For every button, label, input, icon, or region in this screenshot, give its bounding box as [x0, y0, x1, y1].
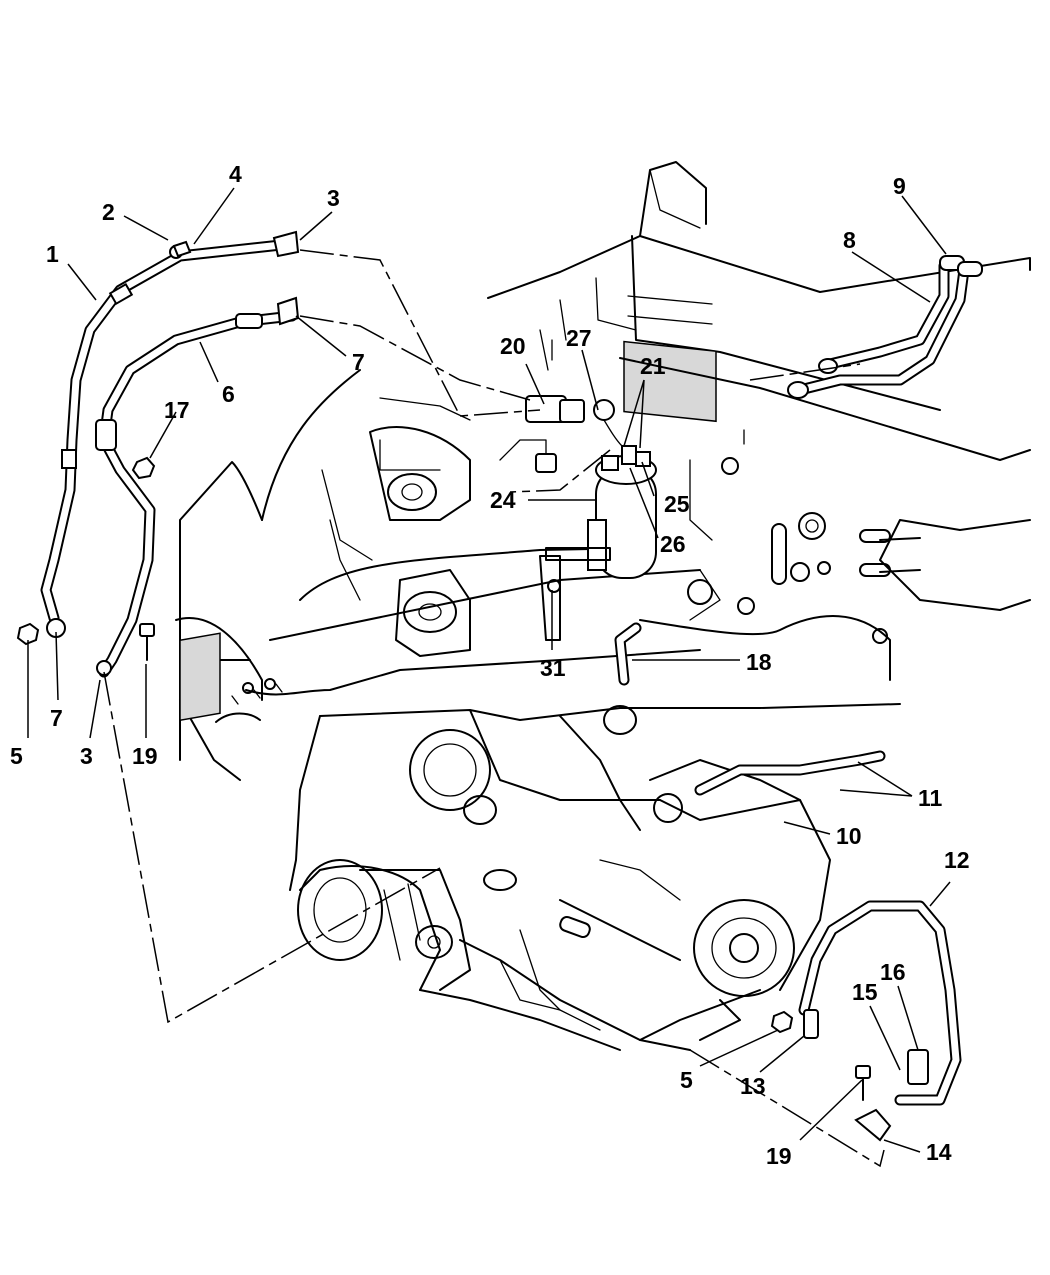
- dash-panel-structure: [487, 161, 1031, 681]
- callout-4: 4: [229, 161, 242, 187]
- callout-14: 14: [926, 1139, 952, 1165]
- callout-2: 2: [102, 199, 115, 225]
- fasteners: [16, 240, 871, 1101]
- inner-fender-structure: [175, 369, 701, 781]
- callout-17: 17: [164, 397, 190, 423]
- callout-5-right: 5: [680, 1067, 693, 1093]
- callout-labels: 1 2 4 3 6 7 17 5 7 3 19 9 8 20 27 21 24 …: [10, 161, 970, 1169]
- callout-11: 11: [918, 785, 943, 811]
- bolt-19-right: [855, 1065, 871, 1079]
- leader-lines: [27, 187, 951, 1153]
- callout-13: 13: [740, 1073, 766, 1099]
- routing-lines: [103, 249, 885, 1168]
- nut-17: [131, 456, 156, 480]
- callout-7-left: 7: [50, 705, 63, 731]
- callout-26: 26: [660, 531, 686, 557]
- callout-20: 20: [500, 333, 526, 359]
- callout-1: 1: [46, 241, 59, 267]
- callout-3-top: 3: [327, 185, 340, 211]
- callout-27: 27: [566, 325, 592, 351]
- nut-5-left: [16, 622, 40, 646]
- cap-2: [172, 240, 192, 258]
- callout-16: 16: [880, 959, 906, 985]
- callout-10: 10: [836, 823, 862, 849]
- ac-hoses: [40, 230, 983, 1142]
- callout-24: 24: [490, 487, 516, 513]
- callout-31: 31: [540, 655, 566, 681]
- callout-15: 15: [852, 979, 878, 1005]
- callout-5-left: 5: [10, 743, 23, 769]
- nut-5-right: [770, 1010, 794, 1034]
- receiver-drier: [379, 395, 657, 579]
- callout-18: 18: [746, 649, 772, 675]
- callout-9: 9: [893, 173, 906, 199]
- callout-21: 21: [640, 353, 666, 379]
- callout-25: 25: [664, 491, 690, 517]
- callout-19-left: 19: [132, 743, 158, 769]
- callout-19-right: 19: [766, 1143, 792, 1169]
- callout-12: 12: [944, 847, 970, 873]
- bolt-19-left: [139, 623, 155, 637]
- callout-3-left: 3: [80, 743, 93, 769]
- callout-7-top: 7: [352, 349, 365, 375]
- callout-8: 8: [843, 227, 856, 253]
- callout-6: 6: [222, 381, 235, 407]
